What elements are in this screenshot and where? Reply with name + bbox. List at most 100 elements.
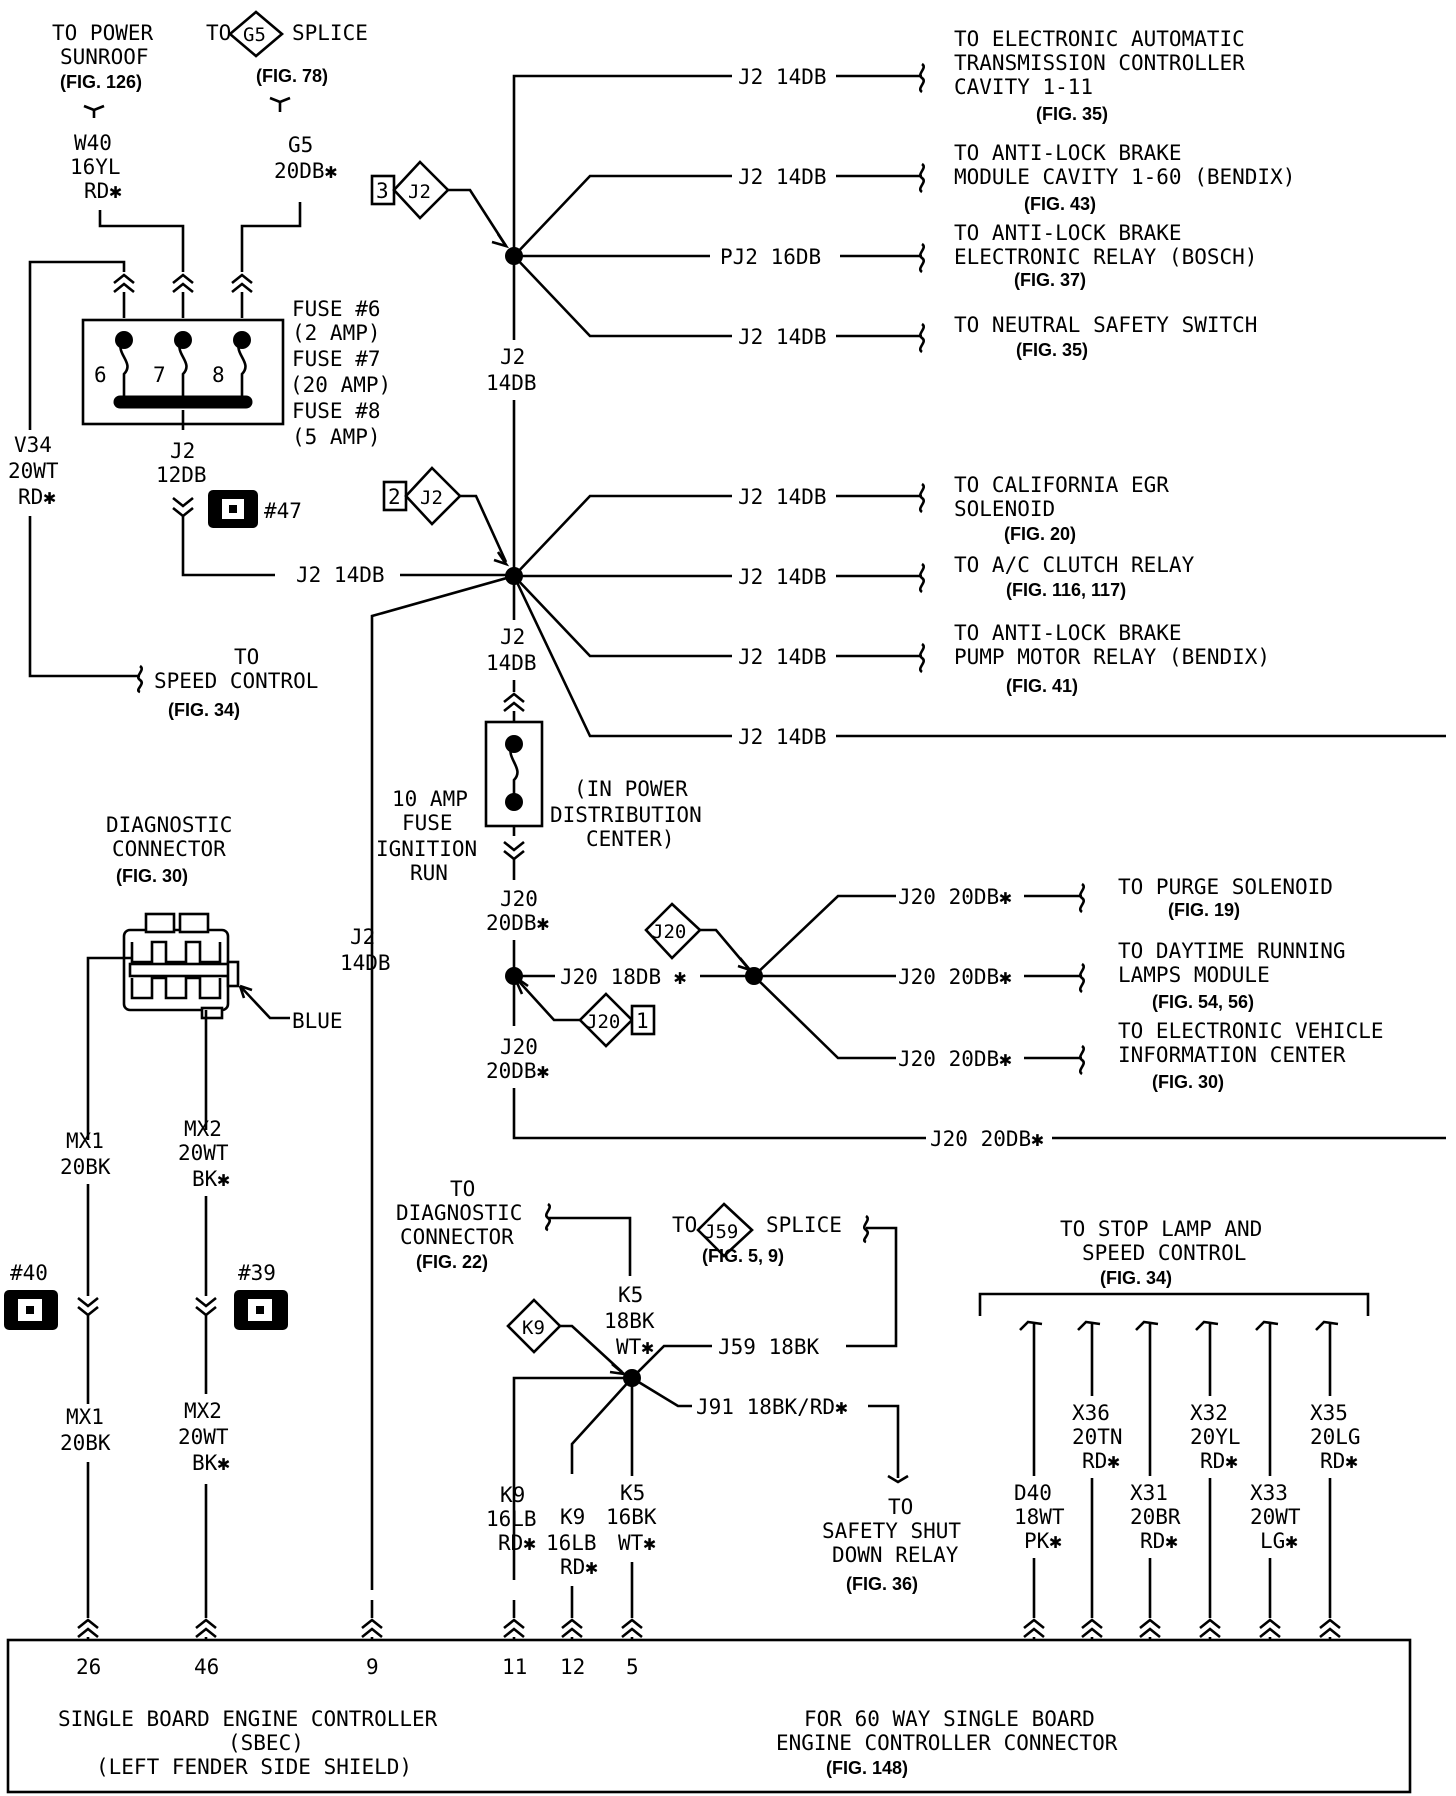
- svg-text:16BK: 16BK: [606, 1505, 657, 1529]
- svg-text:(FIG. 19): (FIG. 19): [1168, 900, 1240, 920]
- connector-40-icon: #40: [4, 1261, 58, 1330]
- svg-text:(SBEC): (SBEC): [228, 1731, 304, 1755]
- svg-text:#40: #40: [10, 1261, 48, 1285]
- svg-text:X35: X35: [1310, 1401, 1348, 1425]
- k9-group: TO DIAGNOSTIC CONNECTOR (FIG. 22) TO J59…: [396, 1177, 961, 1594]
- svg-text:20BR: 20BR: [1130, 1505, 1181, 1529]
- svg-text:FUSE #8: FUSE #8: [292, 399, 381, 423]
- svg-text:(FIG. 116, 117): (FIG. 116, 117): [1006, 580, 1126, 600]
- svg-text:(2 AMP): (2 AMP): [292, 321, 381, 345]
- w40-wire-label: W40 16YL RD✱: [70, 131, 122, 203]
- svg-text:#39: #39: [238, 1261, 276, 1285]
- svg-text:(FIG. 35): (FIG. 35): [1016, 340, 1088, 360]
- g5-wire-label: G5 20DB✱: [274, 133, 338, 183]
- svg-text:(LEFT FENDER SIDE SHIELD): (LEFT FENDER SIDE SHIELD): [96, 1755, 412, 1779]
- svg-text:K9: K9: [560, 1505, 585, 1529]
- svg-text:10 AMP: 10 AMP: [392, 787, 468, 811]
- svg-text:X36: X36: [1072, 1401, 1110, 1425]
- sbec-pin-11: 11: [502, 1655, 527, 1679]
- sbec-pin-26: 26: [76, 1655, 101, 1679]
- splice-j2-top: 3 J2: [370, 74, 732, 338]
- svg-text:J2 14DB: J2 14DB: [738, 645, 827, 669]
- svg-text:RD✱: RD✱: [560, 1555, 598, 1579]
- svg-text:SPLICE: SPLICE: [292, 21, 368, 45]
- svg-text:J20 20DB✱: J20 20DB✱: [898, 965, 1012, 989]
- j2-14db-trunk-mid: J2: [500, 625, 525, 649]
- svg-text:RUN: RUN: [410, 861, 448, 885]
- svg-text:J2 14DB: J2 14DB: [738, 485, 827, 509]
- svg-text:DOWN RELAY: DOWN RELAY: [832, 1543, 959, 1567]
- g5-splice-callout: TO G5 SPLICE (FIG. 78): [206, 10, 368, 112]
- svg-text:20WT: 20WT: [1250, 1505, 1301, 1529]
- j2-14db-vertical: J2: [350, 925, 375, 949]
- svg-text:J59: J59: [704, 1221, 738, 1243]
- j2-12db-label-2: 12DB: [156, 463, 207, 487]
- svg-text:RD✱: RD✱: [498, 1531, 536, 1555]
- svg-text:RD✱: RD✱: [18, 485, 56, 509]
- svg-text:(20 AMP): (20 AMP): [290, 373, 391, 397]
- svg-text:20DB✱: 20DB✱: [486, 1059, 550, 1083]
- fuse-connector-chevrons: [113, 273, 253, 318]
- svg-text:ELECTRONIC RELAY (BOSCH): ELECTRONIC RELAY (BOSCH): [954, 245, 1257, 269]
- svg-text:SPLICE: SPLICE: [766, 1213, 842, 1237]
- svg-text:1: 1: [636, 1009, 649, 1033]
- svg-text:CENTER): CENTER): [586, 827, 675, 851]
- stop-lamp-group: TO STOP LAMP AND SPEED CONTROL (FIG. 34): [978, 1217, 1370, 1316]
- svg-text:16YL: 16YL: [70, 155, 121, 179]
- j20-20db-label-2: 20DB✱: [486, 911, 550, 935]
- svg-text:RD✱: RD✱: [1200, 1449, 1238, 1473]
- svg-text:MX1: MX1: [66, 1129, 104, 1153]
- connector-39-icon: #39: [234, 1261, 288, 1330]
- svg-text:TO ELECTRONIC VEHICLE: TO ELECTRONIC VEHICLE: [1118, 1019, 1384, 1043]
- svg-text:18BK: 18BK: [604, 1309, 655, 1333]
- ignition-fuse: [484, 711, 544, 836]
- svg-text:TO ANTI-LOCK BRAKE: TO ANTI-LOCK BRAKE: [954, 621, 1182, 645]
- svg-text:TO: TO: [888, 1495, 913, 1519]
- svg-text:MX2: MX2: [184, 1117, 222, 1141]
- svg-text:7: 7: [153, 363, 166, 387]
- sbec-pin-5: 5: [626, 1655, 639, 1679]
- svg-text:LAMPS MODULE: LAMPS MODULE: [1118, 963, 1270, 987]
- j2-14db-vertical-2: 14DB: [340, 951, 391, 975]
- svg-text:J2 14DB: J2 14DB: [738, 325, 827, 349]
- svg-text:#47: #47: [264, 499, 302, 523]
- svg-text:20TN: 20TN: [1072, 1425, 1123, 1449]
- svg-text:TO PURGE SOLENOID: TO PURGE SOLENOID: [1118, 875, 1333, 899]
- svg-text:(FIG. 43): (FIG. 43): [1024, 194, 1096, 214]
- svg-text:INFORMATION CENTER: INFORMATION CENTER: [1118, 1043, 1346, 1067]
- svg-text:MX1: MX1: [66, 1405, 104, 1429]
- svg-text:(FIG. 36): (FIG. 36): [846, 1574, 918, 1594]
- svg-text:16LB: 16LB: [546, 1531, 597, 1555]
- svg-text:CONNECTOR: CONNECTOR: [400, 1225, 514, 1249]
- svg-text:3: 3: [376, 179, 389, 203]
- svg-text:(FIG. 34): (FIG. 34): [1100, 1268, 1172, 1288]
- svg-text:K9: K9: [522, 1317, 545, 1339]
- speed-control-callout: TO SPEED CONTROL (FIG. 34): [154, 645, 318, 720]
- svg-text:J20 18DB ✱: J20 18DB ✱: [560, 965, 687, 989]
- svg-text:(FIG. 30): (FIG. 30): [1152, 1072, 1224, 1092]
- svg-text:D40: D40: [1014, 1481, 1052, 1505]
- svg-text:(FIG. 22): (FIG. 22): [416, 1252, 488, 1272]
- svg-text:SUNROOF: SUNROOF: [60, 45, 149, 69]
- svg-text:BLUE: BLUE: [292, 1009, 343, 1033]
- svg-text:(FIG. 34): (FIG. 34): [168, 700, 240, 720]
- svg-text:MX2: MX2: [184, 1399, 222, 1423]
- svg-text:X33: X33: [1250, 1481, 1288, 1505]
- svg-text:CONNECTOR: CONNECTOR: [112, 837, 226, 861]
- svg-text:SPEED CONTROL: SPEED CONTROL: [154, 669, 318, 693]
- svg-text:RD✱: RD✱: [84, 179, 122, 203]
- svg-text:X32: X32: [1190, 1401, 1228, 1425]
- svg-text:DIAGNOSTIC: DIAGNOSTIC: [106, 813, 232, 837]
- splice-j2-top-branches: J2 14DB TO ELECTRONIC AUTOMATIC TRANSMIS…: [720, 27, 1295, 360]
- svg-text:20WT: 20WT: [178, 1425, 229, 1449]
- svg-text:TO POWER: TO POWER: [52, 21, 154, 45]
- svg-text:J20: J20: [652, 921, 686, 943]
- svg-text:FUSE #6: FUSE #6: [292, 297, 381, 321]
- svg-text:LG✱: LG✱: [1260, 1529, 1298, 1553]
- svg-text:DIAGNOSTIC: DIAGNOSTIC: [396, 1201, 522, 1225]
